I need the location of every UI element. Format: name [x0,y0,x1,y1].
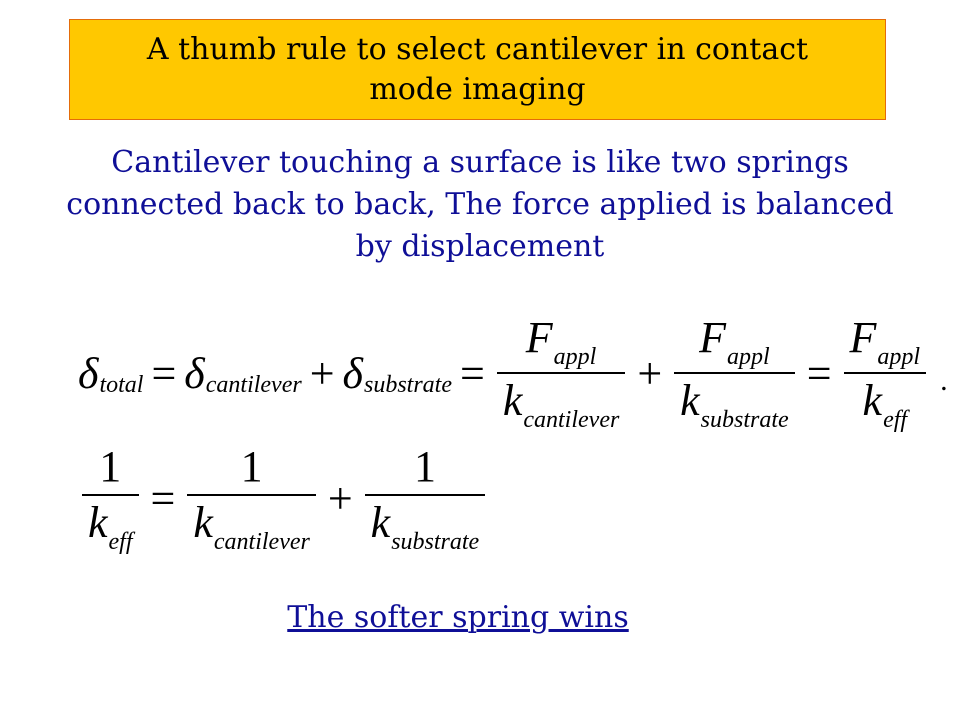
subtitle-text: Cantilever touching a surface is like tw… [66,145,894,264]
equals-sign: = [806,348,832,398]
plus-sign: + [309,348,335,398]
conclusion-text: The softer spring wins [287,600,629,635]
k-symbol: k [502,376,523,425]
slide-title: A thumb rule to select cantilever in con… [146,31,809,107]
k-symbol: k [370,497,391,547]
subscript-eff: eff [883,407,908,433]
denominator: keff [857,374,914,434]
subscript-cantilever: cantilever [205,371,302,398]
k-symbol: k [680,376,700,425]
delta-symbol: δ [342,348,363,398]
title-box: A thumb rule to select cantilever in con… [69,19,886,120]
delta-symbol: δ [184,348,205,398]
plus-sign: + [327,473,353,523]
force-symbol: F [699,313,727,362]
equals-sign: = [460,348,485,398]
denominator: ksubstrate [674,374,795,434]
fraction-one-over-k-eff: 1 keff [82,441,139,555]
fraction-bar [82,493,139,496]
fraction-bar [674,372,795,374]
fraction-bar [364,493,486,496]
subscript-appl: appl [727,344,770,370]
subscript-appl: appl [553,344,597,370]
numerator: Fappl [520,315,603,372]
subscript-substrate: substrate [363,371,452,398]
numerator: 1 [240,441,263,491]
subscript-cantilever: cantilever [523,407,620,433]
delta-symbol: δ [78,348,99,398]
denominator: kcantilever [497,374,625,434]
numerator: 1 [413,441,436,491]
subscript-appl: appl [877,344,921,370]
k-symbol: k [88,497,108,547]
period: . [940,364,948,397]
k-symbol: k [193,497,213,547]
fraction-force-over-k-eff: Fappl keff [843,315,927,434]
fraction-one-over-k-substrate: 1 ksubstrate [364,441,486,555]
k-symbol: k [862,376,883,425]
numerator: Fappl [844,315,927,372]
equals-sign: = [150,473,176,523]
subscript-total: total [99,371,144,398]
subscript-cantilever: cantilever [213,528,310,555]
equals-sign: = [151,348,177,398]
denominator: kcantilever [187,496,315,555]
fraction-bar [187,493,316,496]
fraction-force-over-k-substrate: Fappl ksubstrate [674,315,795,434]
force-symbol: F [849,313,877,362]
subscript-eff: eff [108,528,133,555]
fraction-force-over-k-cantilever: Fappl kcantilever [496,315,626,434]
subscript-substrate: substrate [700,407,789,433]
fraction-bar [496,372,626,374]
stiffness-equation: 1 keff = 1 kcantilever + 1 ksubstrate [78,443,489,555]
fraction-bar [843,372,927,374]
denominator: ksubstrate [365,496,486,555]
fraction-one-over-k-cantilever: 1 kcantilever [187,441,316,555]
numerator: 1 [99,441,122,491]
force-symbol: F [525,313,553,362]
plus-sign: + [637,348,663,398]
subscript-substrate: substrate [391,528,480,555]
denominator: keff [82,496,139,555]
numerator: Fappl [693,315,776,372]
